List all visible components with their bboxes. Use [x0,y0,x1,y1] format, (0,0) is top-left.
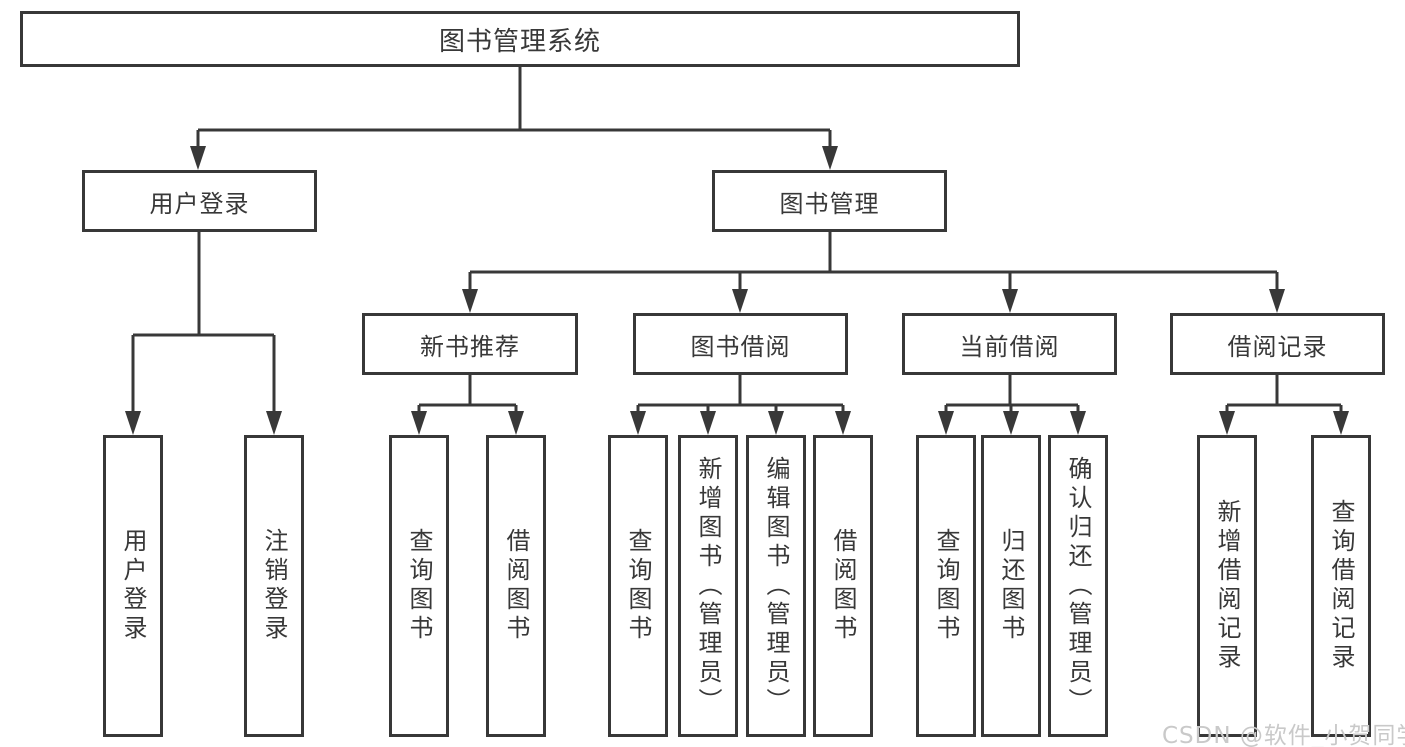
node-borrow-records-label: 借阅记录 [1227,332,1328,361]
leaf-query-books-recommend: 查询图书 [389,435,449,737]
leaf-query-books-recommend-label: 查询图书 [405,528,433,644]
node-current-borrow: 当前借阅 [902,313,1117,375]
leaf-borrow-books-label: 借阅图书 [829,528,857,644]
leaf-query-books-borrow-label: 查询图书 [624,528,652,644]
leaf-query-books-borrow: 查询图书 [608,435,668,737]
node-borrow-records: 借阅记录 [1170,313,1385,375]
node-library-system-label: 图书管理系统 [438,26,601,57]
arrowheads [125,146,1349,435]
leaf-query-books-current: 查询图书 [916,435,976,737]
leaf-add-borrow-record: 新增借阅记录 [1197,435,1257,737]
leaf-logout-label: 注销登录 [260,528,288,644]
leaf-borrow-books-recommend: 借阅图书 [486,435,546,737]
leaf-edit-book-admin: 编辑图书（管理员） [746,435,806,737]
leaf-return-book-label: 归还图书 [997,528,1025,644]
leaf-add-book-admin-label: 新增图书（管理员） [694,455,722,717]
leaf-borrow-books-recommend-label: 借阅图书 [502,528,530,644]
node-user-login: 用户登录 [82,170,317,232]
leaf-borrow-books: 借阅图书 [813,435,873,737]
leaf-edit-book-admin-label: 编辑图书（管理员） [762,455,790,717]
leaf-logout: 注销登录 [244,435,304,737]
leaf-user-login-label: 用户登录 [119,528,147,644]
node-new-book-recommend: 新书推荐 [362,313,578,375]
leaf-add-borrow-record-label: 新增借阅记录 [1213,499,1241,673]
node-book-management-label: 图书管理 [779,189,880,218]
leaf-add-book-admin: 新增图书（管理员） [678,435,738,737]
leaf-query-borrow-record: 查询借阅记录 [1311,435,1371,737]
leaf-confirm-return-admin: 确认归还（管理员） [1048,435,1108,737]
node-book-borrow: 图书借阅 [633,313,848,375]
node-new-book-recommend-label: 新书推荐 [420,332,520,361]
csdn-watermark: CSDN @软件_小贺同学 [1162,723,1405,747]
leaf-return-book: 归还图书 [981,435,1041,737]
node-library-system: 图书管理系统 [20,11,1020,67]
node-book-borrow-label: 图书借阅 [690,332,791,361]
node-book-management: 图书管理 [712,170,947,232]
node-current-borrow-label: 当前借阅 [959,332,1060,361]
leaf-query-books-current-label: 查询图书 [932,528,960,644]
leaf-query-borrow-record-label: 查询借阅记录 [1327,499,1355,673]
leaf-user-login: 用户登录 [103,435,163,737]
node-user-login-label: 用户登录 [149,189,250,218]
leaf-confirm-return-admin-label: 确认归还（管理员） [1064,455,1092,717]
